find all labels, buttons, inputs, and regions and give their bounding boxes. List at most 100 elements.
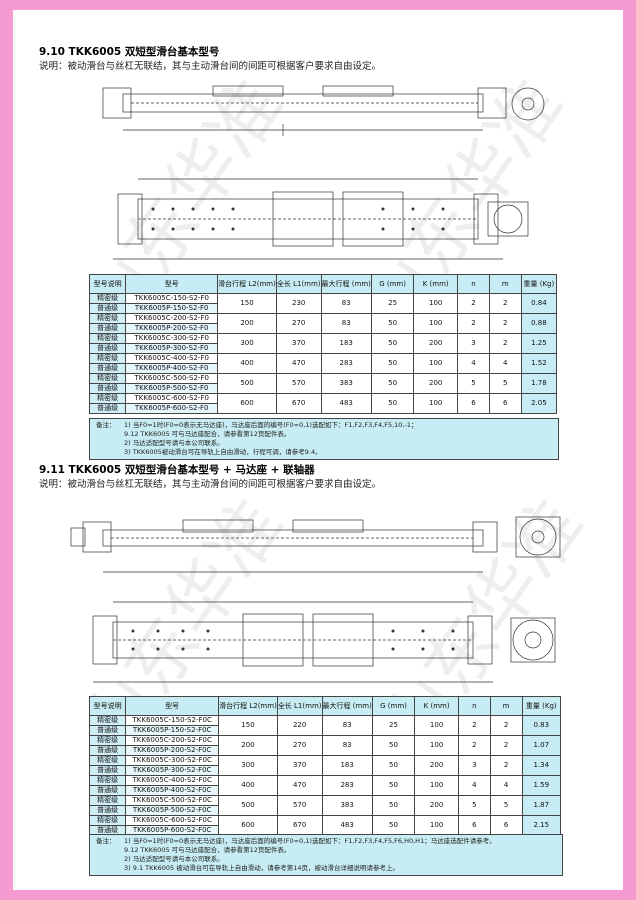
table-cell-stroke: 500	[218, 795, 278, 816]
table-cell-wt: 1.78	[520, 373, 558, 394]
table-cell-k: 100	[414, 815, 460, 836]
table-cell-g: 25	[370, 293, 415, 314]
table-cell-length: 370	[276, 755, 323, 776]
table-cell-kind: 精密级	[88, 393, 127, 404]
table-cell-max: 83	[320, 313, 372, 334]
table-cell-kind: 普通级	[88, 383, 127, 394]
table-cell-m: 6	[489, 815, 523, 836]
table-cell-m: 4	[489, 775, 523, 796]
table-cell-n: 3	[457, 333, 490, 354]
column-header: 重量 (Kg)	[520, 274, 558, 294]
table-cell-g: 50	[370, 333, 415, 354]
column-header: 重量 (Kg)	[521, 696, 562, 716]
table-cell-stroke: 300	[217, 333, 277, 354]
section-1-drawing	[102, 85, 545, 260]
table-cell-stroke: 150	[217, 293, 277, 314]
footnote-line: 2) 马达适配型号请与本公司联系。	[124, 439, 224, 447]
table-cell-max: 483	[321, 815, 373, 836]
table-cell-model: TKK6005C-500-S2-F0C	[125, 795, 220, 806]
section-2-drawing	[70, 516, 561, 683]
table-cell-stroke: 500	[217, 373, 277, 394]
section-1-note: 说明：被动滑台与丝杠无联结，其与主动滑台间的间距可根据客户要求自由设定。	[39, 61, 382, 72]
table-cell-g: 50	[371, 795, 416, 816]
table-cell-n: 2	[457, 313, 490, 334]
table-cell-model: TKK6005C-400-S2-F0C	[125, 775, 220, 786]
table-cell-wt: 0.83	[521, 715, 562, 736]
table-cell-model: TKK6005P-600-S2-F0	[125, 403, 219, 414]
table-cell-m: 4	[488, 353, 522, 374]
table-cell-max: 383	[320, 373, 372, 394]
table-cell-length: 270	[276, 735, 323, 756]
column-header: n	[457, 274, 490, 294]
table-cell-stroke: 600	[217, 393, 277, 414]
table-cell-model: TKK6005P-150-S2-F0	[125, 303, 219, 314]
table-cell-m: 6	[488, 393, 522, 414]
column-header: G (mm)	[371, 696, 416, 716]
table-cell-g: 50	[370, 393, 415, 414]
table-cell-max: 283	[320, 353, 372, 374]
table-cell-m: 5	[489, 795, 523, 816]
table-cell-k: 200	[414, 755, 460, 776]
column-header: 最大行程 (mm)	[320, 274, 372, 294]
table-cell-max: 383	[321, 795, 373, 816]
table-cell-model: TKK6005P-300-S2-F0C	[125, 765, 220, 776]
table-cell-kind: 精密级	[88, 815, 127, 826]
table-cell-kind: 精密级	[88, 373, 127, 384]
footnote-label: 备注：	[96, 421, 116, 429]
table-cell-g: 25	[371, 715, 416, 736]
table-cell-wt: 1.59	[521, 775, 562, 796]
table-cell-model: TKK6005C-200-S2-F0C	[125, 735, 220, 746]
table-cell-kind: 普通级	[88, 303, 127, 314]
table-cell-max: 183	[320, 333, 372, 354]
table-cell-kind: 普通级	[88, 403, 127, 414]
table-cell-n: 4	[458, 775, 491, 796]
table-cell-model: TKK6005C-300-S2-F0C	[125, 755, 220, 766]
table-cell-model: TKK6005C-200-S2-F0	[125, 313, 219, 324]
table-cell-kind: 普通级	[88, 765, 127, 776]
section-2-footnotes: 备注： 1) 当F0=1时(F0=0表示无马达座)，马达座后面的编号(F0=0,…	[89, 834, 563, 876]
table-cell-n: 5	[458, 795, 491, 816]
table-cell-m: 5	[488, 373, 522, 394]
section-1-footnotes: 备注： 1) 当F0=1时(F0=0表示无马达座)，马达座后面的编号(F0=0,…	[89, 418, 559, 460]
column-header: n	[458, 696, 491, 716]
table-cell-max: 83	[321, 715, 373, 736]
table-cell-length: 370	[275, 333, 322, 354]
table-cell-k: 200	[413, 333, 459, 354]
table-cell-model: TKK6005P-500-S2-F0C	[125, 805, 220, 816]
table-cell-wt: 1.52	[520, 353, 558, 374]
table-cell-wt: 1.25	[520, 333, 558, 354]
column-header: 最大行程 (mm)	[321, 696, 373, 716]
table-cell-n: 2	[458, 735, 491, 756]
table-cell-length: 470	[276, 775, 323, 796]
table-cell-length: 570	[275, 373, 322, 394]
footnote-line: 9.12 TKK6005 可与马达座配合，请参看第12页配件表。	[124, 846, 291, 854]
column-header: 滑台行程 L2(mm)	[217, 274, 277, 294]
table-cell-n: 6	[458, 815, 491, 836]
table-cell-stroke: 200	[217, 313, 277, 334]
table-cell-m: 2	[488, 313, 522, 334]
column-header: 全长 L1(mm)	[275, 274, 322, 294]
footnote-line: 3) TKK6005被动滑台可在导轨上自由滑动，行程可调，请参考9.4。	[124, 448, 322, 456]
footnote-line: 2) 马达适配型号请与本公司联系。	[124, 855, 224, 863]
table-cell-k: 100	[413, 353, 459, 374]
table-cell-kind: 精密级	[88, 333, 127, 344]
table-cell-wt: 1.07	[521, 735, 562, 756]
table-cell-m: 2	[489, 755, 523, 776]
column-header: 型号	[125, 274, 219, 294]
table-cell-n: 5	[457, 373, 490, 394]
table-cell-model: TKK6005P-300-S2-F0	[125, 343, 219, 354]
table-cell-k: 100	[414, 735, 460, 756]
table-cell-stroke: 150	[218, 715, 278, 736]
footnote-label: 备注：	[96, 837, 116, 845]
table-cell-kind: 普通级	[88, 785, 127, 796]
table-cell-model: TKK6005C-600-S2-F0	[125, 393, 219, 404]
table-cell-max: 283	[321, 775, 373, 796]
table-cell-m: 2	[488, 333, 522, 354]
